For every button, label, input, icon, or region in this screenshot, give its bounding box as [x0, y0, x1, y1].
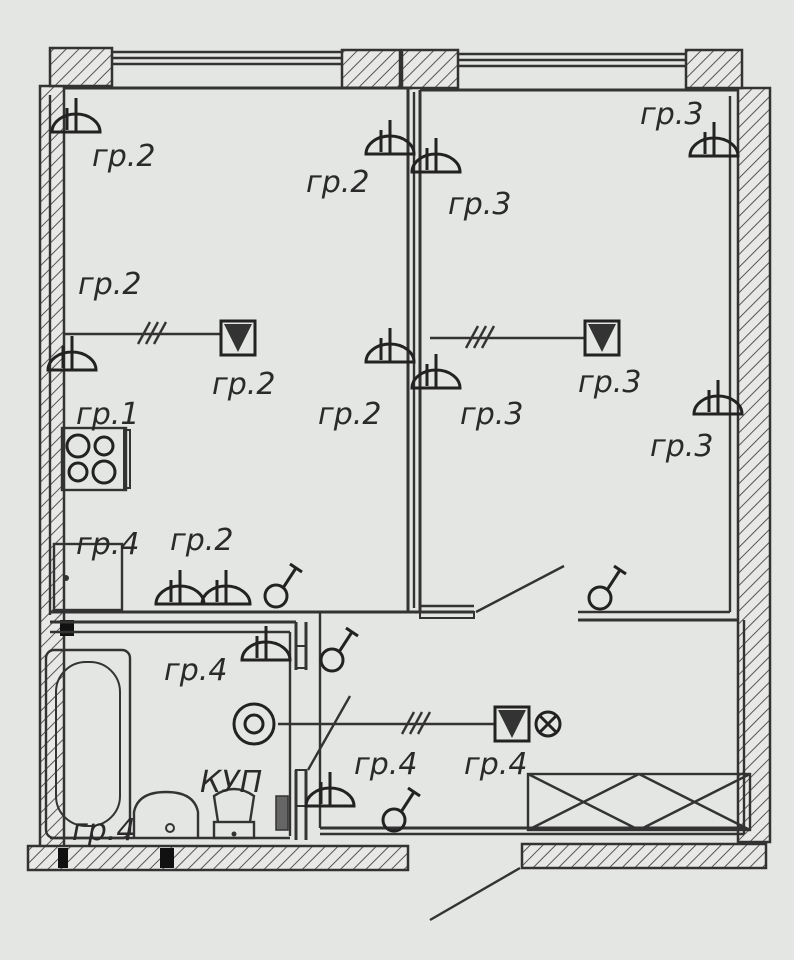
label-gr4: гр.4 [464, 747, 527, 782]
balcony-area [526, 772, 752, 832]
socket-icon [154, 568, 206, 606]
socket-icon [304, 770, 356, 808]
label-gr1: гр.1 [76, 397, 139, 432]
junction-box-hall [493, 705, 531, 743]
label-gr3: гр.3 [460, 397, 523, 432]
junction-box-room2 [583, 319, 621, 357]
toilet [212, 787, 256, 840]
label-kup: КУП [200, 765, 262, 800]
label-gr2: гр.2 [306, 165, 369, 200]
socket-icon [200, 568, 252, 606]
switch-icon [319, 626, 360, 673]
label-gr2: гр.2 [92, 139, 155, 174]
bathtub [44, 648, 132, 840]
switch-icon [587, 564, 628, 611]
switch-icon [381, 786, 422, 833]
bathroom-vent-icon [232, 702, 276, 746]
label-gr2: гр.2 [212, 367, 275, 402]
label-gr3: гр.3 [578, 365, 641, 400]
electrical-panel [275, 645, 307, 831]
wiring [64, 321, 584, 735]
label-gr2: гр.2 [318, 397, 381, 432]
fridge [52, 542, 124, 612]
sink [132, 790, 200, 838]
label-gr4: гр.4 [76, 527, 139, 562]
interior-walls [48, 86, 746, 922]
label-gr4: гр.4 [72, 813, 135, 848]
label-gr3: гр.3 [640, 97, 703, 132]
junction-box-room1 [219, 319, 257, 357]
socket-icon [692, 378, 744, 416]
label-gr3: гр.3 [448, 187, 511, 222]
ceiling-light-hall-icon [534, 710, 562, 738]
stove [60, 426, 131, 492]
windows [112, 50, 686, 68]
label-gr2: гр.2 [170, 523, 233, 558]
label-gr2: гр.2 [78, 267, 141, 302]
label-gr4: гр.4 [354, 747, 417, 782]
switch-icon [263, 562, 304, 609]
label-gr3: гр.3 [650, 429, 713, 464]
label-gr4: гр.4 [164, 653, 227, 688]
